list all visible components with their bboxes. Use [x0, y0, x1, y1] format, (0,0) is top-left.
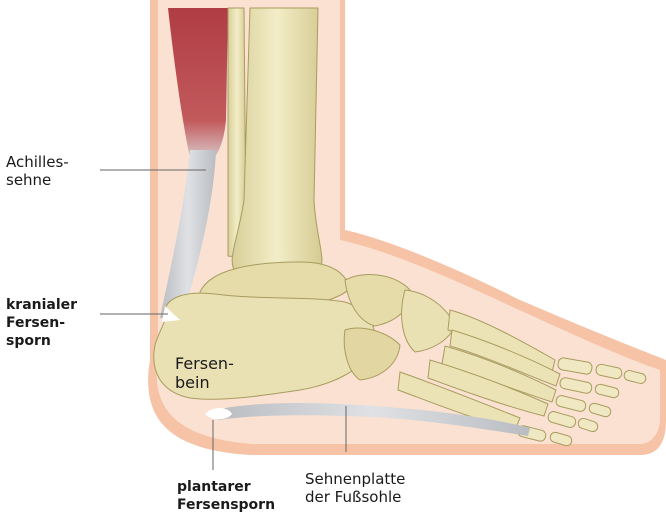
label-line: Fersen- — [175, 354, 234, 373]
label-line: der Fußsohle — [305, 488, 405, 506]
label-line: kranialer — [6, 296, 77, 314]
label-line: sporn — [6, 332, 77, 350]
label-cranial-heel-spur: kranialer Fersen- sporn — [6, 296, 77, 350]
label-achilles-tendon: Achilles- sehne — [6, 153, 69, 189]
label-plantar-heel-spur: plantarer Fersensporn — [177, 478, 275, 514]
label-line: Fersen- — [6, 314, 77, 332]
label-plantar-fascia: Sehnenplatte der Fußsohle — [305, 470, 405, 506]
label-line: Sehnenplatte — [305, 470, 405, 488]
label-line: bein — [175, 373, 234, 392]
label-line: sehne — [6, 171, 69, 189]
label-heel-bone: Fersen- bein — [175, 354, 234, 392]
label-line: Achilles- — [6, 153, 69, 171]
label-line: Fersensporn — [177, 496, 275, 514]
label-line: plantarer — [177, 478, 275, 496]
